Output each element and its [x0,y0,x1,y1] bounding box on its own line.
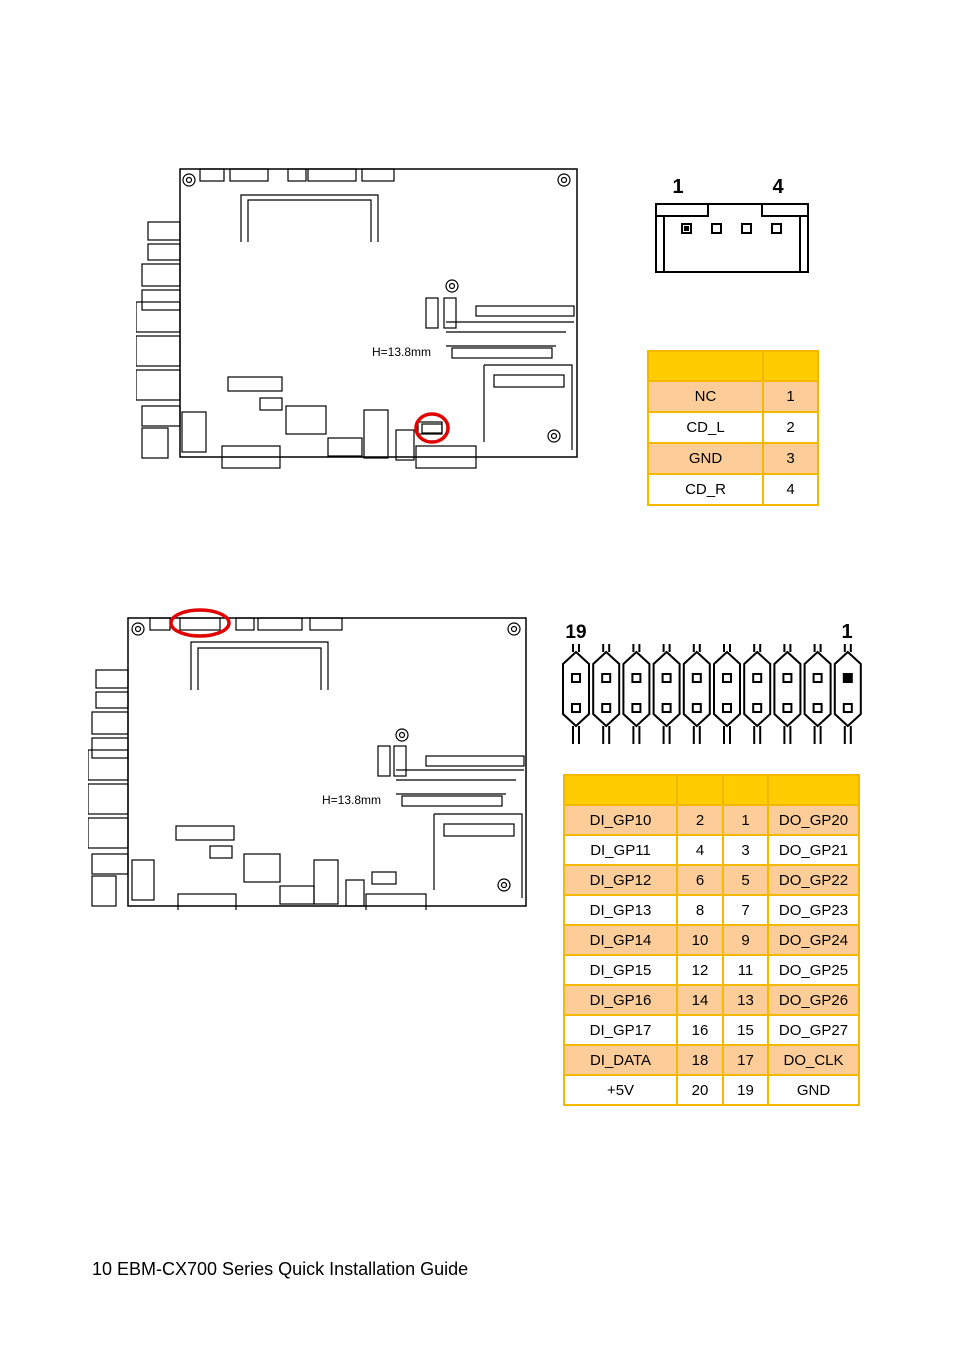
header-pin-column [743,644,772,744]
page-footer: 10 EBM-CX700 Series Quick Installation G… [92,1259,469,1279]
pin-b-cell: 11 [722,954,769,986]
header-pin-column [773,644,802,744]
signal-a-cell: +5V [563,1074,678,1106]
connector-pin-first-label: 1 [672,176,683,198]
pin-cell: 2 [762,411,819,444]
signal-cell: NC [647,380,764,413]
pin-a-cell: 14 [676,984,724,1016]
signal-a-cell: DI_GP16 [563,984,678,1016]
signal-a-cell: DI_GP13 [563,894,678,926]
signal-cell: GND [647,442,764,475]
board-diagram-cd-in: H=13.8mm [136,168,578,469]
pin-b-cell: 5 [722,864,769,896]
table-row: DI_GP17 16 15 DO_GP27 [563,1014,860,1046]
pin-a-cell: 6 [676,864,724,896]
pin-b-cell: 17 [722,1044,769,1076]
table-header-row [647,350,819,382]
signal-b-cell: DO_GP24 [767,924,860,956]
signal-a-cell: DI_GP12 [563,864,678,896]
pin-a-cell: 18 [676,1044,724,1076]
board-height-label-1: H=13.8mm [372,345,431,359]
table-row: DI_GP14 10 9 DO_GP24 [563,924,860,956]
table-row: CD_R 4 [647,473,819,506]
signal-b-cell: GND [767,1074,860,1106]
pin-a-cell: 10 [676,924,724,956]
pin-b-cell: 7 [722,894,769,926]
signal-cell: CD_R [647,473,764,506]
pin-a-cell: 4 [676,834,724,866]
pin-b-cell: 1 [722,804,769,836]
pin-b-cell: 19 [722,1074,769,1106]
header-pin-column [652,644,681,744]
pin-cell: 1 [762,380,819,413]
board-diagram-dio: H=13.8mm [88,608,527,910]
signal-a-cell: DI_GP14 [563,924,678,956]
signal-b-cell: DO_GP27 [767,1014,860,1046]
signal-a-cell: DI_GP17 [563,1014,678,1046]
signal-b-cell: DO_GP25 [767,954,860,986]
pin-a-cell: 2 [676,804,724,836]
header-pin-column [622,644,651,744]
signal-b-cell: DO_GP21 [767,834,860,866]
pin-a-cell: 8 [676,894,724,926]
pin-b-cell: 15 [722,1014,769,1046]
signal-a-cell: DI_GP15 [563,954,678,986]
pin-a-cell: 16 [676,1014,724,1046]
signal-a-cell: DI_GP11 [563,834,678,866]
table-row: +5V 20 19 GND [563,1074,860,1106]
connector-pin-last-label: 4 [772,176,784,198]
table-row: NC 1 [647,380,819,413]
header-pin-last-label: 1 [841,621,852,643]
table-row: CD_L 2 [647,411,819,444]
table-row: DI_GP15 12 11 DO_GP25 [563,954,860,986]
signal-a-cell: DI_DATA [563,1044,678,1076]
cd-in-pin-table: NC 1 CD_L 2 GND 3 CD_R 4 [647,350,819,506]
pin-cell: 3 [762,442,819,475]
board-height-label-2: H=13.8mm [322,793,381,807]
signal-b-cell: DO_GP22 [767,864,860,896]
pin-a-cell: 12 [676,954,724,986]
pin-b-cell: 13 [722,984,769,1016]
table-row: DI_GP10 2 1 DO_GP20 [563,804,860,836]
header-pin-column [592,644,621,744]
table-row: DI_GP11 4 3 DO_GP21 [563,834,860,866]
table-row: DI_GP13 8 7 DO_GP23 [563,894,860,926]
pin-b-cell: 9 [722,924,769,956]
header-pin-column [833,644,862,744]
cd-in-connector-drawing: 1 4 [655,176,809,273]
table-row: GND 3 [647,442,819,475]
dio-pin-table: DI_GP10 2 1 DO_GP20 DI_GP11 4 3 DO_GP21 … [563,774,860,1106]
table-row: DI_GP12 6 5 DO_GP22 [563,864,860,896]
pin-cell: 4 [762,473,819,506]
header-pin-column [713,644,741,744]
header-pin-column [682,644,711,744]
header-pin-column [562,644,590,744]
signal-a-cell: DI_GP10 [563,804,678,836]
signal-cell: CD_L [647,411,764,444]
signal-b-cell: DO_GP20 [767,804,860,836]
pin-b-cell: 3 [722,834,769,866]
table-row: DI_DATA 18 17 DO_CLK [563,1044,860,1076]
header-pin-column [803,644,832,744]
table-row: DI_GP16 14 13 DO_GP26 [563,984,860,1016]
pin-a-cell: 20 [676,1074,724,1106]
dio-header-drawing: 19 1 [562,621,862,744]
table-header-row [563,774,860,806]
header-pin-first-label: 19 [565,622,586,643]
signal-b-cell: DO_GP26 [767,984,860,1016]
signal-b-cell: DO_GP23 [767,894,860,926]
signal-b-cell: DO_CLK [767,1044,860,1076]
